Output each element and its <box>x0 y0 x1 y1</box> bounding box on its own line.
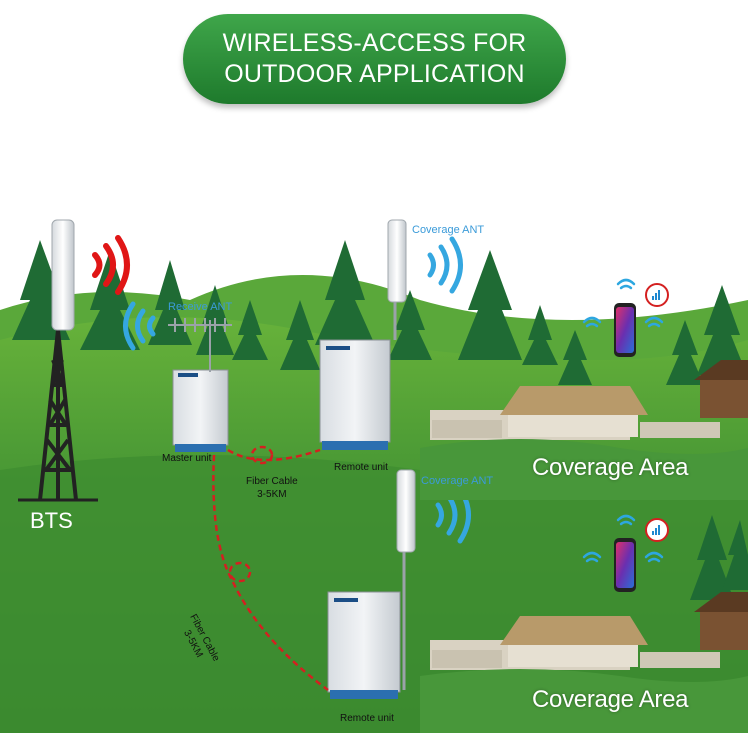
smartphone-icon <box>614 303 636 357</box>
coverage-ant-label-2: Coverage ANT <box>421 475 494 487</box>
farm-building-icon <box>430 592 748 670</box>
coverage-ant-label-1: Coverage ANT <box>412 224 485 236</box>
receive-ant-label: Receive ANT <box>168 301 233 313</box>
remote-unit-cabinet-icon <box>327 591 401 699</box>
remote-unit-label-1: Remote unit <box>334 462 388 473</box>
bts-antenna-icon <box>51 219 75 331</box>
signal-wave-icon <box>123 301 156 351</box>
master-unit-cabinet-icon <box>172 369 229 452</box>
smartphone-icon <box>614 538 636 592</box>
coverage-area-label-2: Coverage Area <box>532 686 689 713</box>
wifi-icon <box>582 514 664 563</box>
signal-wave-icon <box>92 235 130 295</box>
coverage-area-label-1: Coverage Area <box>532 454 689 481</box>
cell-signal-icon <box>645 518 669 542</box>
farm-building-icon <box>430 360 748 440</box>
fiber-cable-label-1-line2: 3-5KM <box>257 489 287 500</box>
bts-tower-icon <box>18 329 98 502</box>
remote-unit-cabinet-icon <box>319 339 391 450</box>
fiber-cable-label-1-line1: Fiber Cable <box>246 476 298 487</box>
remote-unit-label-2: Remote unit <box>340 713 394 724</box>
title-line-1: WIRELESS-ACCESS FOR <box>222 29 527 57</box>
receive-antenna-icon <box>168 318 232 372</box>
title-banner: WIRELESS-ACCESS FOR OUTDOOR APPLICATION <box>183 14 566 104</box>
grass-front <box>420 669 748 733</box>
pine-trees <box>12 240 748 600</box>
title-line-2: OUTDOOR APPLICATION <box>224 60 525 88</box>
coverage-antenna-icon <box>396 469 416 690</box>
bts-label: BTS <box>30 508 73 533</box>
master-unit-label: Master unit <box>162 453 212 464</box>
signal-wave-icon <box>427 236 463 294</box>
fiber-cable-label-1: Fiber Cable 3-5KM <box>246 475 298 501</box>
fiber-cable <box>212 445 329 692</box>
wifi-icon <box>582 278 664 328</box>
coverage-antenna-icon <box>387 219 407 340</box>
cell-signal-icon <box>645 283 669 307</box>
grass-front <box>420 439 748 500</box>
